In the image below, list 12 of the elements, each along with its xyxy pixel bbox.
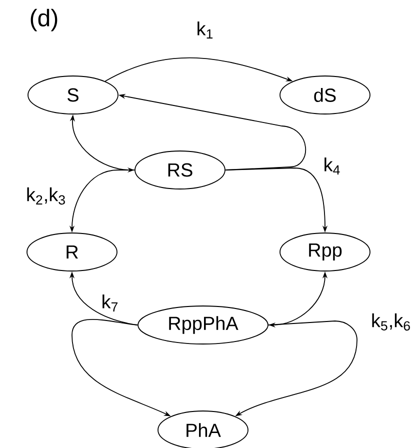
ellipse-node: RppPhA: [138, 306, 268, 344]
edge-label: k$_{2}$,k$_{3}$: [27, 187, 65, 205]
ellipse-node: R: [26, 232, 118, 272]
ellipse-node: dS: [280, 76, 370, 114]
edge-label: k$_{4}$: [324, 158, 340, 174]
edge-label: k$_{1}$: [198, 22, 213, 38]
ellipse-node: Rpp: [280, 232, 370, 272]
panel-label: (d): [30, 8, 58, 32]
ellipse-node: S: [28, 76, 118, 114]
edge-label: k$_{7}$: [102, 294, 118, 312]
ellipse-node: RS: [134, 150, 226, 190]
edge-label: k$_{5}$,k$_{6}$: [372, 313, 410, 331]
